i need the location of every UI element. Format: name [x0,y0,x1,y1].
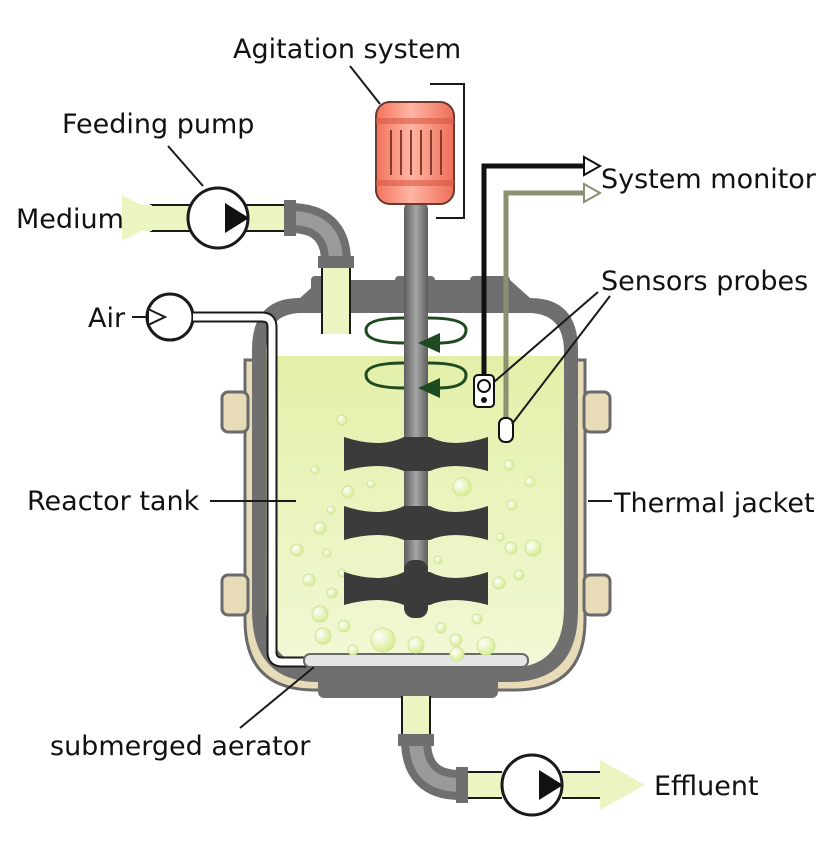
leader-probe-1 [493,291,599,383]
leader-agitation [349,65,381,105]
leader-feeding-pump [167,145,204,187]
label-feeding-pump: Feeding pump [62,109,254,140]
label-system-monitor: System monitor [601,164,817,195]
label-reactor-tank: Reactor tank [27,486,200,517]
label-air: Air [88,303,126,334]
label-submerged-aerator: submerged aerator [50,731,311,762]
submerged-aerator [303,653,529,668]
label-medium: Medium [16,204,124,235]
sensor-probe-1 [473,374,495,408]
label-agitation-system: Agitation system [233,34,461,65]
sensor-lines [481,155,603,420]
effluent-pipe [398,696,602,803]
medium-arrow-tail [124,205,152,231]
effluent-pump [500,753,564,817]
sensor-probe-2 [498,417,514,443]
rotation-arrows [364,316,468,398]
effluent-arrow [600,760,645,810]
label-effluent: Effluent [654,771,759,802]
leader-probe-2 [511,295,611,425]
label-sensors-probes: Sensors probes [601,266,808,297]
leader-aerator [239,666,315,729]
air-line [132,292,320,668]
agitator-shaft [404,200,428,612]
label-thermal-jacket: Thermal jacket [613,488,815,519]
impeller-blades [344,437,488,618]
feeding-pump [186,186,250,250]
agitation-motor [375,101,455,205]
